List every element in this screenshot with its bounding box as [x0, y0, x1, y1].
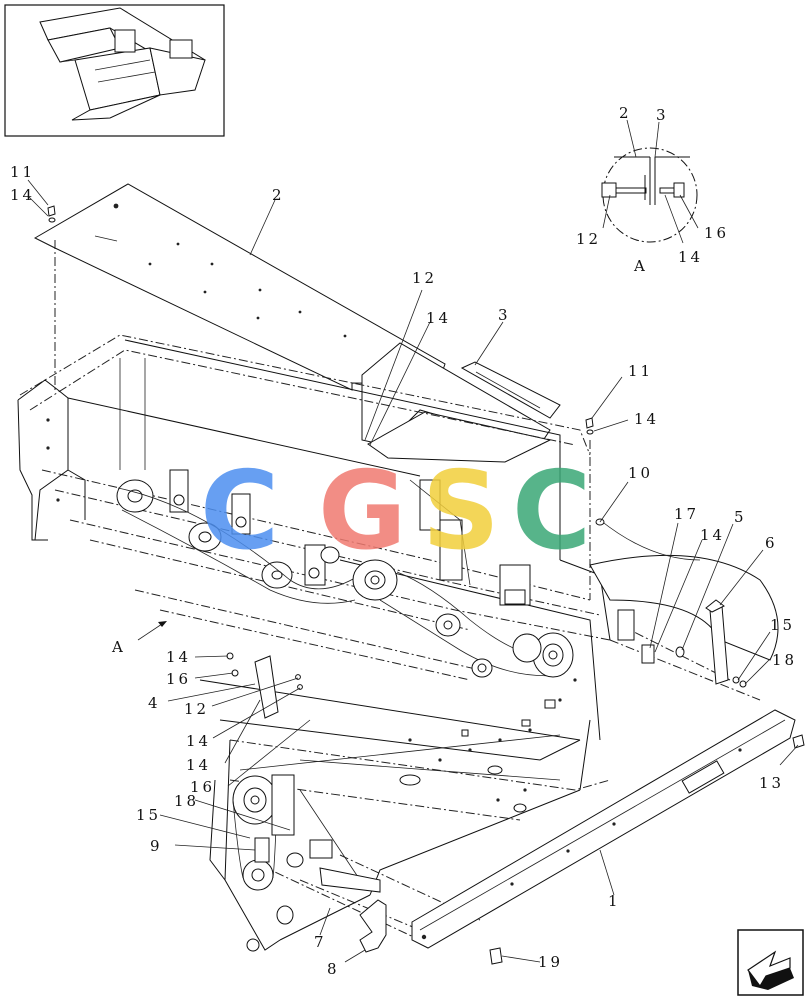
callout-19: 19	[538, 953, 563, 971]
callout-labels: 11 14 2 2 3 12 16 14 A 12 14 3 11 14 10 …	[10, 104, 797, 978]
callout-1: 1	[608, 892, 621, 910]
callout-18-lower: 18	[174, 792, 199, 810]
left-side-plate	[17, 379, 86, 541]
callout-16-lower: 16	[190, 778, 215, 796]
callout-12-upper: 12	[412, 269, 437, 287]
bottom-rail	[411, 709, 796, 949]
callout-14-right: 14	[634, 410, 659, 428]
callout-6: 6	[765, 534, 778, 552]
callout-14-upper: 14	[426, 309, 451, 327]
lower-pulley-drive	[232, 774, 381, 893]
watermark-logo: C G S C	[200, 449, 591, 574]
frame-body	[67, 339, 611, 952]
callout-11-right: 11	[628, 362, 653, 380]
callout-18-right: 18	[772, 651, 797, 669]
callout-16-detail: 16	[704, 224, 729, 242]
detail-view-a	[601, 147, 698, 243]
callout-2-detail: 2	[619, 104, 632, 122]
callout-8: 8	[327, 960, 340, 978]
callout-3: 3	[498, 306, 511, 324]
callout-14-bracket: 14	[700, 526, 725, 544]
callout-12-left: 12	[184, 700, 209, 718]
callout-5: 5	[734, 508, 747, 526]
watermark-letter-g: G	[318, 449, 407, 574]
right-bracket-hardware	[617, 599, 747, 688]
callout-3-detail: 3	[656, 106, 669, 124]
leader-lines	[27, 119, 799, 963]
callout-14: 14	[10, 186, 35, 204]
callout-17: 17	[674, 505, 699, 523]
corner-bolts	[47, 205, 605, 526]
watermark-letter-c2: C	[512, 449, 591, 574]
callout-14-detail: 14	[678, 248, 703, 266]
callout-13: 13	[759, 774, 784, 792]
callout-10: 10	[628, 464, 653, 482]
callout-view-a: A	[111, 638, 126, 656]
right-side-shield	[589, 519, 779, 661]
callout-7: 7	[314, 933, 327, 951]
callout-14-left: 14	[166, 648, 191, 666]
upper-belt-drive	[116, 469, 574, 678]
callout-view-a-detail: A	[633, 257, 648, 275]
previous-page-arrow-icon[interactable]	[737, 929, 804, 996]
callout-2: 2	[272, 186, 285, 204]
callout-4: 4	[148, 694, 161, 712]
callout-15-right: 15	[770, 616, 795, 634]
watermark-letter-s: S	[422, 449, 500, 574]
lower-bracket-hardware	[359, 734, 805, 965]
callout-16-left: 16	[166, 670, 191, 688]
left-bracket-hardware	[226, 652, 303, 719]
assembly-thumbnail-icon[interactable]	[4, 4, 225, 137]
callout-12-detail: 12	[576, 230, 601, 248]
callout-15-lower: 15	[136, 806, 161, 824]
watermark-letter-c1: C	[200, 449, 279, 574]
callout-9: 9	[150, 837, 163, 855]
callout-11: 11	[10, 163, 35, 181]
callout-14-lower2: 14	[186, 756, 211, 774]
callout-14-lower: 14	[186, 732, 211, 750]
side-cover-panel	[361, 342, 561, 463]
